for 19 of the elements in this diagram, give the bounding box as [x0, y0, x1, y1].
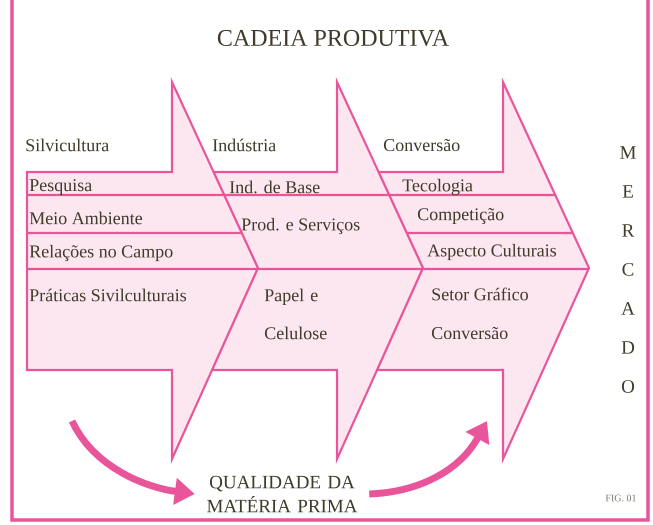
- row-label: Setor Gráfico: [432, 288, 528, 300]
- row-label: Pesquisa: [30, 179, 92, 195]
- row-label: Competição: [418, 208, 504, 224]
- heading-text: Conversão: [384, 138, 460, 152]
- row-label: Papel e Celulose: [264, 288, 327, 340]
- row-label: Tecologia: [402, 178, 473, 196]
- row-label: Ind. de Base: [230, 180, 320, 194]
- figure-number: FIG. 01: [606, 494, 636, 502]
- row-label: Práticas Sivilculturais: [30, 288, 186, 302]
- vertical-label: MERCADO: [620, 146, 636, 393]
- heading-text: Indústria: [212, 138, 276, 152]
- title: CADEIA PRODUTIVA: [218, 30, 449, 46]
- row-label: Conversão: [432, 326, 508, 340]
- row-label: Aspecto Culturais: [427, 244, 556, 260]
- caption-text: QUALIDADE DA MATÉRIA PRIMA: [207, 476, 358, 512]
- row-label: Prod. e Serviços: [242, 218, 360, 234]
- row-label: Meio Ambiente: [30, 212, 142, 224]
- heading-text: Silvicultura: [26, 138, 109, 152]
- row-label: Relações no Campo: [30, 244, 172, 262]
